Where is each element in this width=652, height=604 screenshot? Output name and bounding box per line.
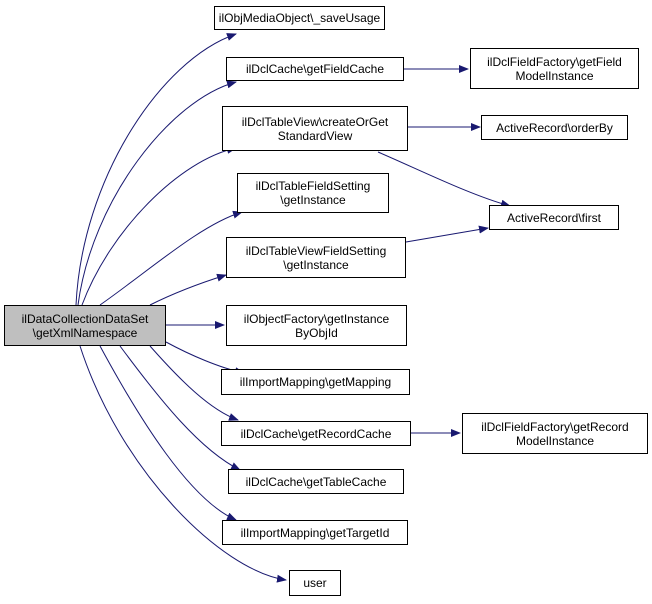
edge-root-field-cache: [77, 80, 237, 306]
node-label: ilImportMapping\getTargetId: [240, 525, 390, 540]
node-label-line2: ByObjId: [295, 325, 338, 340]
node-label: user: [303, 576, 327, 590]
edge-root-table-cache: [119, 345, 241, 471]
edge-create-first: [377, 151, 511, 208]
node-label: ilDclCache\getRecordCache: [240, 426, 392, 441]
node-label-line2: ModelInstance: [515, 433, 595, 448]
node-label-line1: ilDclTableView\createOrGet: [241, 114, 389, 129]
node-label: ilDclCache\getFieldCache: [245, 62, 385, 76]
root-label-line2: \getXmlNamespace: [32, 325, 138, 340]
node-label-line1: ilDclTableViewFieldSetting: [245, 243, 387, 258]
edge-root-user: [79, 345, 287, 583]
node-get-table-cache[interactable]: ilDclCache\getTableCache: [228, 469, 404, 494]
node-label-line1: ilObjectFactory\getInstance: [243, 311, 390, 326]
node-create-or-get-standard-view[interactable]: ilDclTableView\createOrGet StandardView: [222, 106, 408, 151]
edge-tvfs-first: [405, 225, 489, 243]
edge-root-save-usage: [75, 33, 237, 306]
root-node-get-xml-namespace: ilDataCollectionDataSet \getXmlNamespace: [4, 305, 166, 346]
node-label-line1: ilDclTableFieldSetting: [255, 179, 371, 193]
node-label: ActiveRecord\first: [506, 210, 602, 225]
node-label-line2: \getInstance: [283, 257, 349, 272]
node-table-field-setting-get-instance[interactable]: ilDclTableFieldSetting \getInstance: [237, 173, 389, 213]
node-label-line2: \getInstance: [280, 193, 346, 207]
node-label-line2: ModelInstance: [515, 68, 594, 83]
node-active-record-first[interactable]: ActiveRecord\first: [489, 205, 619, 230]
node-label: ActiveRecord\orderBy: [496, 120, 613, 135]
root-label-line1: ilDataCollectionDataSet: [21, 311, 149, 326]
edge-root-create-or-get: [81, 145, 237, 306]
node-get-field-model-instance[interactable]: ilDclFieldFactory\getField ModelInstance: [470, 48, 639, 89]
edge-root-record-cache: [149, 345, 239, 421]
node-import-mapping-get-mapping[interactable]: ilImportMapping\getMapping: [221, 369, 410, 395]
node-label: ilDclCache\getTableCache: [245, 474, 387, 489]
node-import-mapping-get-target-id[interactable]: ilImportMapping\getTargetId: [222, 520, 408, 545]
node-get-record-model-instance[interactable]: ilDclFieldFactory\getRecord ModelInstanc…: [462, 413, 648, 454]
node-object-factory-get-instance[interactable]: ilObjectFactory\getInstance ByObjId: [226, 305, 407, 346]
node-get-field-cache[interactable]: ilDclCache\getFieldCache: [226, 57, 404, 81]
node-table-view-field-setting-get-instance[interactable]: ilDclTableViewFieldSetting \getInstance: [226, 237, 406, 278]
node-label-line2: StandardView: [277, 128, 353, 143]
edge-root-table-view-field-setting: [149, 273, 227, 306]
node-get-record-cache[interactable]: ilDclCache\getRecordCache: [221, 421, 411, 446]
edge-root-table-field-setting: [99, 210, 243, 306]
node-save-usage[interactable]: ilObjMediaObject\_saveUsage: [214, 6, 385, 30]
node-label: ilObjMediaObject\_saveUsage: [218, 11, 381, 25]
node-label-line1: ilDclFieldFactory\getRecord: [481, 419, 629, 434]
edge-root-target-id: [99, 345, 237, 521]
node-label-line1: ilDclFieldFactory\getField: [487, 54, 622, 69]
node-user[interactable]: user: [289, 570, 341, 596]
node-label: ilImportMapping\getMapping: [239, 375, 392, 389]
node-active-record-order-by[interactable]: ActiveRecord\orderBy: [481, 115, 628, 140]
